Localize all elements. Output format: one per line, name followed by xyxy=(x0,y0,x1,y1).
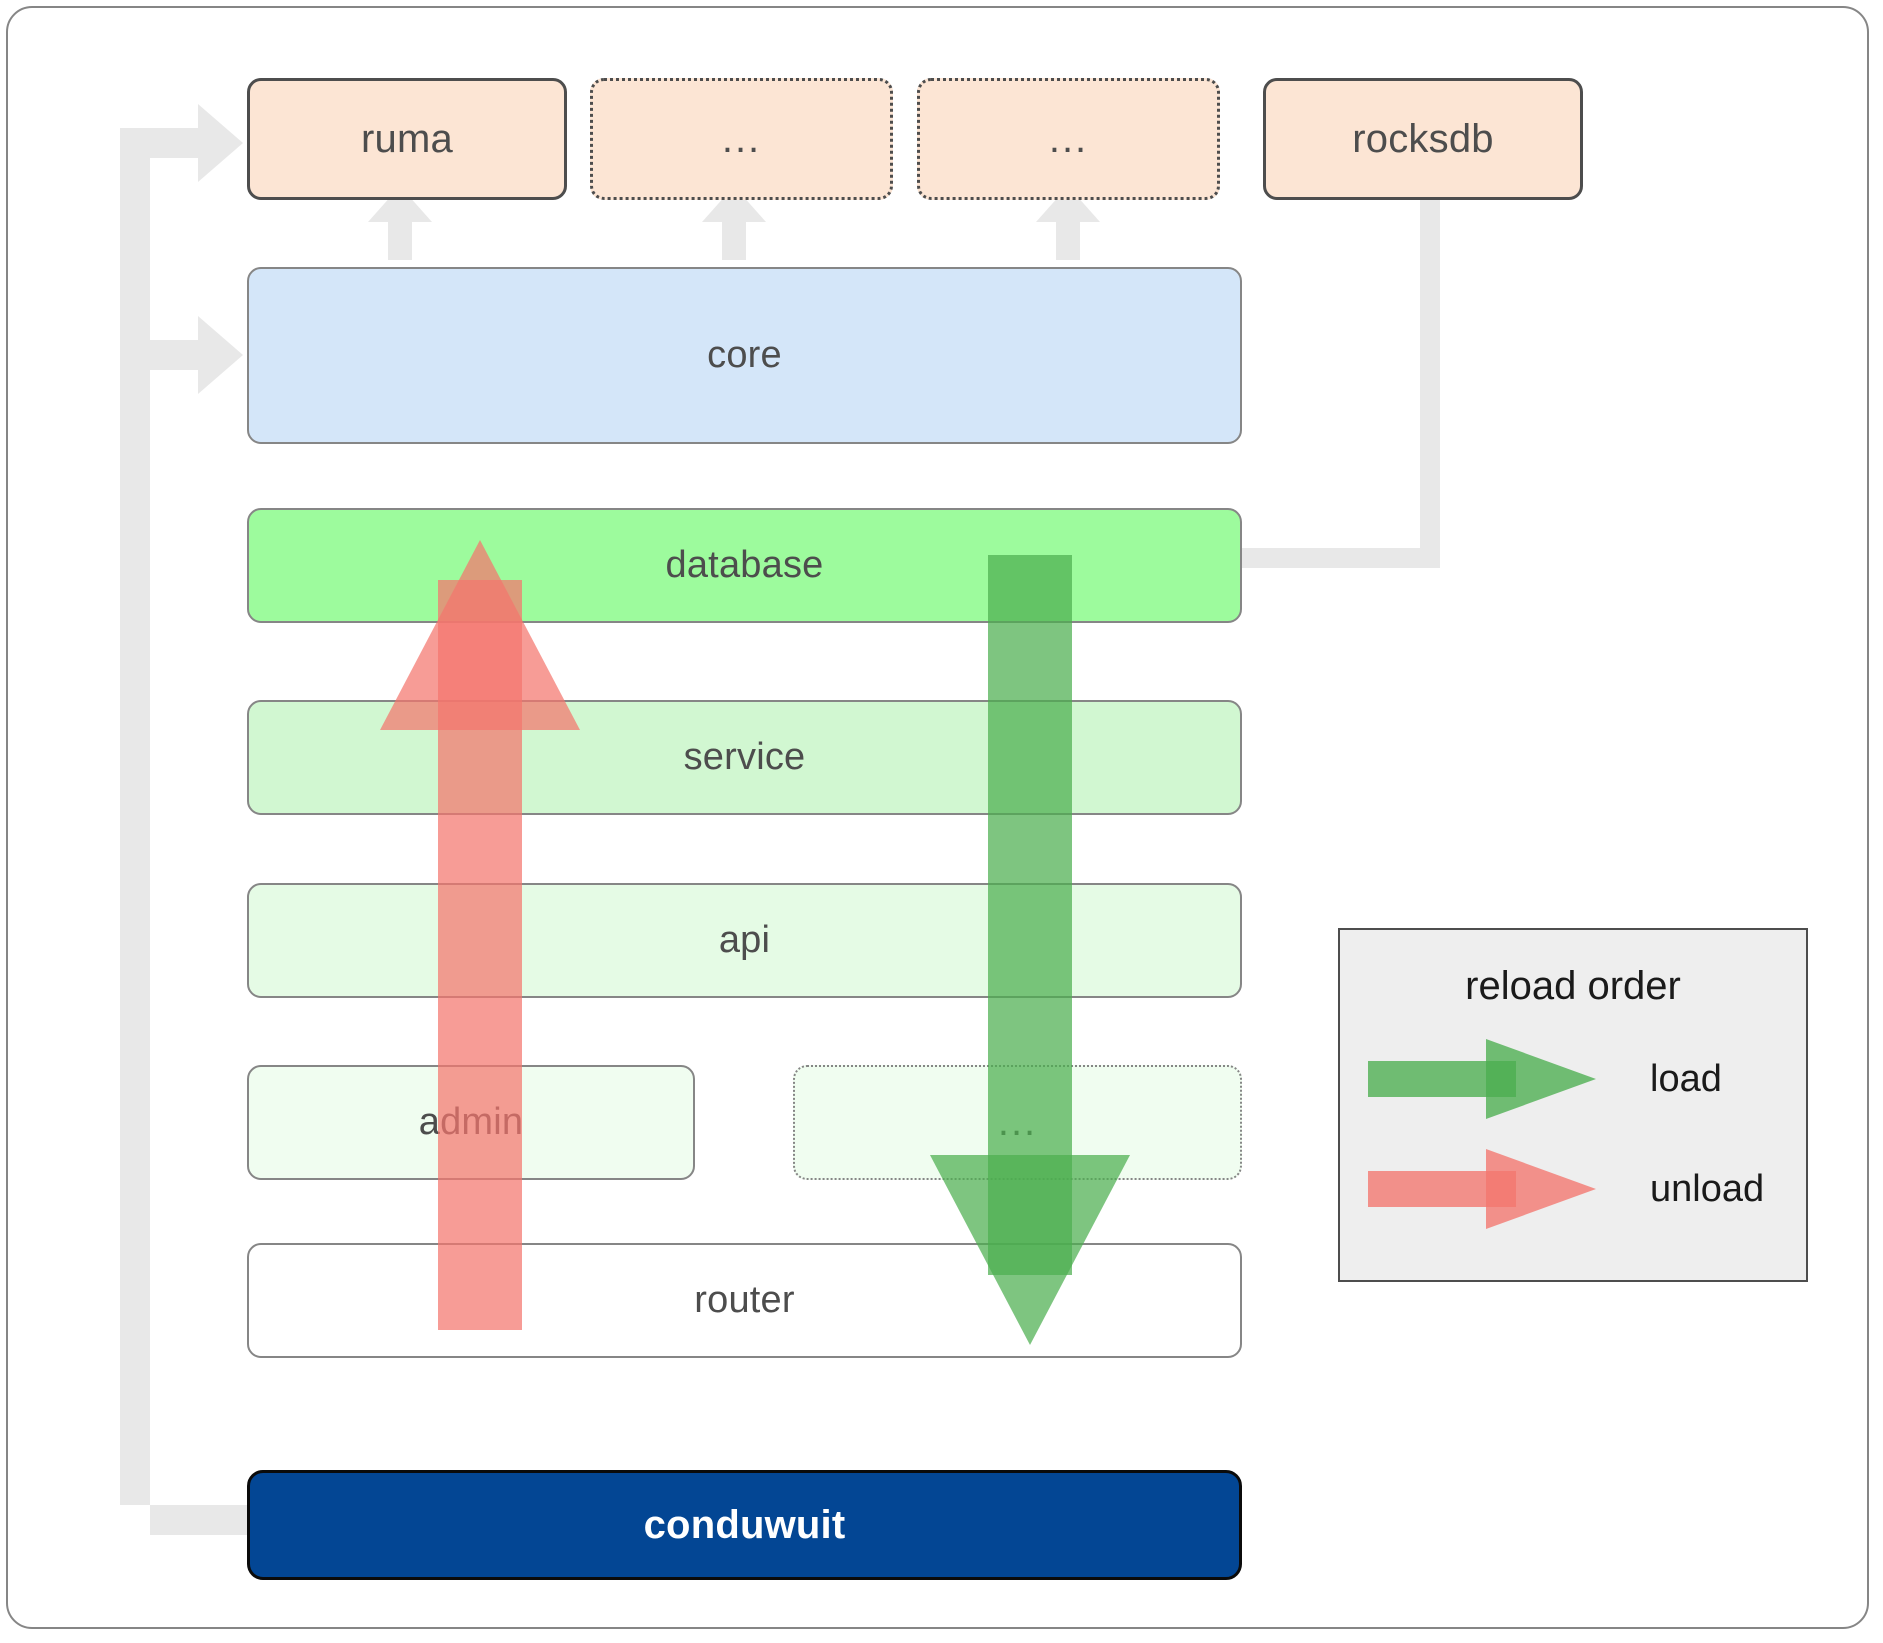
dep-label-rocksdb: rocksdb xyxy=(1352,116,1494,161)
layer-box-api[interactable]: api xyxy=(247,883,1242,998)
layer-box-service[interactable]: service xyxy=(247,700,1242,815)
diagram-frame xyxy=(6,6,1869,1629)
layer-label-core: core xyxy=(707,334,782,376)
layer-label-service: service xyxy=(683,736,806,778)
dep-box-rocksdb[interactable]: rocksdb xyxy=(1263,78,1583,200)
layer-label-dots: ... xyxy=(997,1100,1038,1144)
dep-label-dots-2: ... xyxy=(1048,116,1089,161)
legend-label-unload: unload xyxy=(1650,1167,1765,1210)
dep-box-ruma[interactable]: ruma xyxy=(247,78,567,200)
layer-box-database[interactable]: database xyxy=(247,508,1242,623)
dep-label-dots-1: ... xyxy=(721,116,762,161)
layer-box-dots[interactable]: ... xyxy=(793,1065,1242,1180)
layer-box-admin[interactable]: admin xyxy=(247,1065,695,1180)
legend-item-unload: unload xyxy=(1340,1149,1806,1229)
dep-box-dots-1[interactable]: ... xyxy=(590,78,893,200)
dep-box-dots-2[interactable]: ... xyxy=(917,78,1220,200)
layer-label-admin: admin xyxy=(418,1101,524,1143)
layer-label-router: router xyxy=(694,1279,795,1321)
legend-item-load: load xyxy=(1340,1039,1806,1119)
layer-label-api: api xyxy=(718,919,771,961)
legend-load-arrow-icon xyxy=(1368,1039,1596,1119)
legend-unload-arrow-icon xyxy=(1368,1149,1596,1229)
root-box-conduwuit[interactable]: conduwuit xyxy=(247,1470,1242,1580)
legend-panel: reload order load unload xyxy=(1338,928,1808,1282)
root-label-conduwuit: conduwuit xyxy=(643,1502,846,1547)
layer-box-core[interactable]: core xyxy=(247,267,1242,444)
layer-box-router[interactable]: router xyxy=(247,1243,1242,1358)
legend-title: reload order xyxy=(1465,964,1681,1008)
legend-label-load: load xyxy=(1650,1057,1722,1100)
layer-label-database: database xyxy=(665,544,824,586)
dep-label-ruma: ruma xyxy=(361,116,453,161)
